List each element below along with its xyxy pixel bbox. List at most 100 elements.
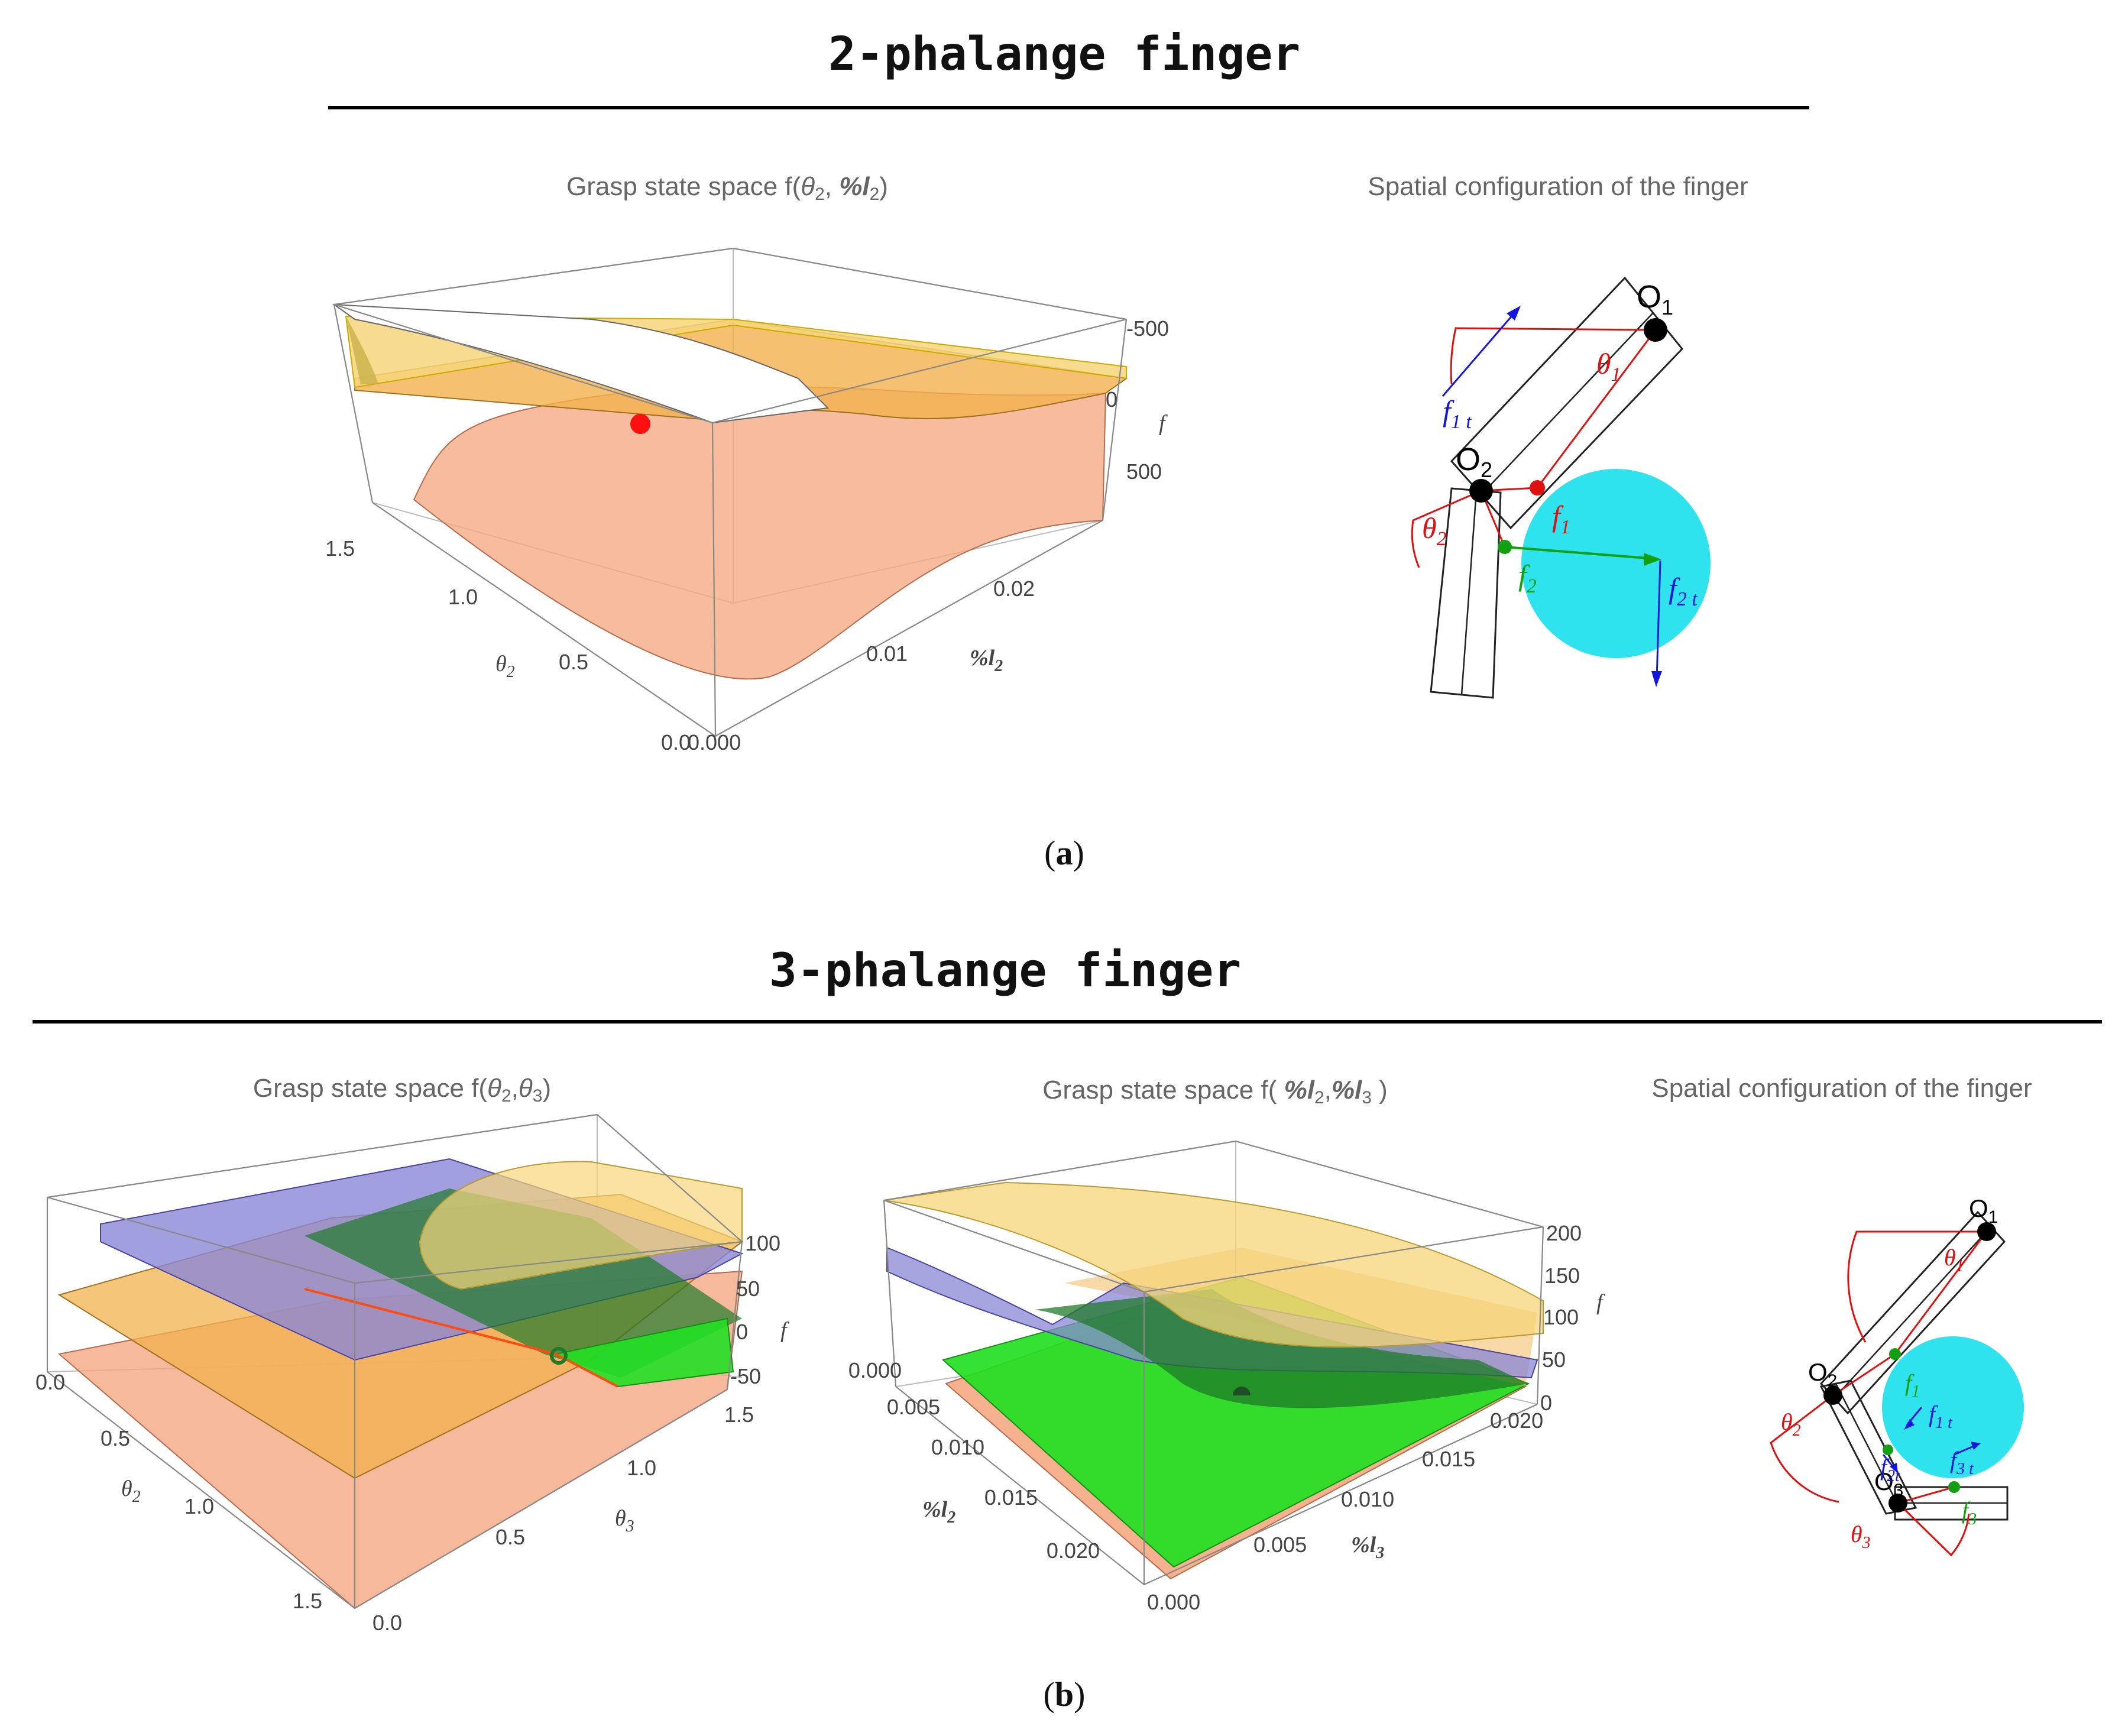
heading-3-phalange: 3-phalange finger — [769, 944, 1241, 997]
b-label-o1: O1 — [1969, 1194, 1998, 1227]
b1-f-tick-3: -50 — [730, 1364, 761, 1388]
b2-f-tick-4: 0 — [1540, 1391, 1552, 1415]
b-label-f1t: f1 t — [1929, 1401, 1953, 1432]
b1-theta2-tick-2: 1.0 — [184, 1494, 214, 1518]
b-joint-o2 — [1823, 1386, 1842, 1405]
b2-f-tick-0: 200 — [1546, 1221, 1582, 1245]
f-tick-2: 500 — [1126, 459, 1162, 484]
plot-b1-title: Grasp state space f(θ2,θ3) — [253, 1074, 551, 1106]
box-left — [333, 304, 374, 503]
b-theta1-arc — [1847, 1230, 1987, 1343]
pl-tick-1: 0.01 — [866, 642, 908, 666]
config-b-title: Spatial configuration of the finger — [1651, 1074, 2032, 1103]
config-a-title: Spatial configuration of the finger — [1368, 172, 1748, 201]
b2-surface-yellow — [883, 1181, 1544, 1348]
b-label-o2: O2 — [1808, 1358, 1837, 1391]
b2-f-tick-2: 100 — [1543, 1305, 1579, 1329]
b-label-theta3: θ3 — [1851, 1521, 1871, 1552]
phalange-2 — [1430, 487, 1502, 699]
b2-l3-tick-0: 0.020 — [1490, 1408, 1543, 1433]
plot-b1-3d: 100 50 0 -50 f 0.0 0.5 1.0 1.5 θ2 1.5 1.… — [35, 1113, 789, 1635]
b2-l3-tick-1: 0.015 — [1422, 1447, 1475, 1471]
b-label-f3: f3 — [1962, 1497, 1977, 1528]
b1-f-tick-1: 50 — [736, 1277, 760, 1301]
joint-o1 — [1644, 318, 1667, 342]
box-right — [1102, 319, 1128, 521]
b1-theta3-label: θ3 — [615, 1506, 634, 1536]
b-theta2-arc — [1770, 1394, 1839, 1503]
b-label-o3: O3 — [1874, 1468, 1903, 1500]
pl-tick-2: 0.000 — [688, 730, 741, 754]
caption-b: (b) — [1044, 1675, 1086, 1714]
b2-box-right — [1536, 1226, 1544, 1405]
label-f1t: f1 t — [1443, 394, 1472, 433]
b-f3t-arrow — [1954, 1444, 1975, 1456]
section-a: 2-phalange finger Grasp state space f(θ2… — [325, 28, 1809, 872]
b2-f-label: f — [1596, 1290, 1605, 1315]
box-back-top — [333, 247, 1127, 320]
b2-surface-darkgreen — [1035, 1289, 1528, 1408]
box-front — [711, 422, 717, 737]
b1-f-tick-0: 100 — [745, 1231, 780, 1255]
surface-salmon — [413, 386, 1107, 680]
surface-edge — [346, 316, 378, 384]
b2-l2-tick-0: 0.000 — [848, 1358, 902, 1382]
b2-l2-tick-4: 0.020 — [1047, 1539, 1100, 1563]
b-phalange-2 — [1819, 1379, 1917, 1515]
b-joint-o1 — [1977, 1222, 1996, 1241]
finger-config-a: O1 O2 θ1 θ2 f1 f2 f1 t f2 t — [1411, 276, 1711, 699]
b1-theta2-tick-0: 0.0 — [35, 1370, 65, 1394]
b-theta3-arc — [1897, 1502, 1970, 1557]
b2-l3-tick-4: 0.000 — [1147, 1590, 1200, 1614]
b1-box-bottom — [47, 1371, 728, 1609]
b1-theta3-tick-0: 1.5 — [724, 1403, 754, 1427]
joint-o2 — [1469, 479, 1493, 503]
f1t-arrow — [1441, 310, 1518, 397]
plot-a-title: Grasp state space f(θ2, %l2) — [566, 172, 888, 204]
b1-surface-darkgreen — [305, 1188, 742, 1378]
b-joint-o3 — [1888, 1494, 1907, 1512]
b2-l2-tick-2: 0.010 — [931, 1435, 984, 1459]
b2-l2-tick-1: 0.005 — [887, 1395, 940, 1419]
b1-f-tick-2: 0 — [736, 1320, 748, 1344]
f-tick-0: -500 — [1126, 316, 1169, 341]
b-label-f3t: f3 t — [1950, 1447, 1974, 1478]
plot-b2-3d: 200 150 100 50 0 f 0.000 0.005 0.010 0.0… — [848, 1140, 1605, 1614]
theta-axis-label: θ2 — [495, 652, 515, 681]
caption-a: (a) — [1044, 834, 1084, 872]
object-circle — [1521, 469, 1711, 658]
b2-box-left — [883, 1200, 897, 1387]
b2-l3-tick-3: 0.005 — [1253, 1533, 1307, 1557]
theta1-arc — [1450, 327, 1656, 385]
theta-tick-1: 1.0 — [448, 585, 478, 609]
b1-contact-line — [304, 1288, 556, 1355]
f2t-arrow — [1656, 560, 1661, 681]
section-b: 3-phalange finger Grasp state space f(θ2… — [33, 944, 2102, 1714]
b-contact-1 — [1889, 1348, 1901, 1360]
theta-tick-0: 1.5 — [325, 536, 355, 561]
b2-l3-tick-2: 0.010 — [1341, 1487, 1394, 1511]
b2-l2-tick-3: 0.015 — [984, 1485, 1038, 1510]
contact-2 — [1498, 540, 1512, 554]
label-o1: O1 — [1637, 279, 1673, 319]
theta-tick-3: 0.0 — [661, 730, 691, 754]
f-axis-label: f — [1159, 411, 1168, 436]
contact-1 — [1530, 480, 1545, 495]
label-theta2: θ2 — [1422, 511, 1447, 550]
label-theta1: θ1 — [1596, 347, 1621, 386]
grasp-point-a — [630, 414, 650, 434]
b1-theta3-tick-1: 1.0 — [627, 1456, 656, 1480]
f-tick-1: 0 — [1106, 387, 1117, 412]
b-object-circle — [1882, 1336, 2024, 1478]
b-contact-3 — [1948, 1481, 1960, 1493]
theta-tick-2: 0.5 — [559, 650, 588, 674]
theta2-arc — [1411, 490, 1482, 568]
b2-f-tick-1: 150 — [1544, 1264, 1580, 1288]
b1-theta3-tick-3: 0.0 — [372, 1611, 402, 1635]
f2-arrow — [1504, 546, 1656, 560]
finger-config-b: O1 O2 O3 θ1 θ2 θ3 f1 f3 f1 t f2t f3 t — [1770, 1194, 2024, 1557]
b-label-theta1: θ1 — [1944, 1244, 1964, 1275]
b2-box-bottom — [895, 1386, 1538, 1586]
b1-theta2-label: θ2 — [121, 1476, 141, 1506]
